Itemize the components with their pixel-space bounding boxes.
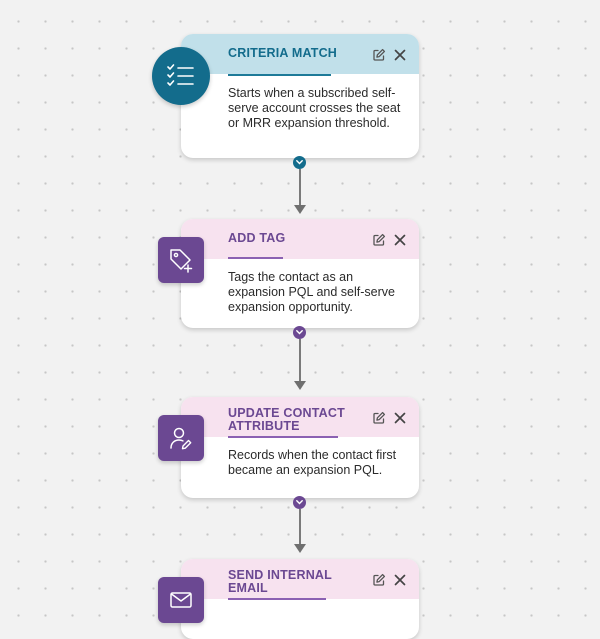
title-underline	[228, 436, 338, 438]
node-header: UPDATE CONTACT ATTRIBUTE	[181, 397, 419, 438]
connector-line	[299, 169, 301, 205]
node-output-handle[interactable]	[293, 156, 306, 169]
close-icon[interactable]	[394, 412, 406, 424]
node-title: CRITERIA MATCH	[228, 46, 338, 60]
connector-arrow	[294, 544, 306, 553]
node-title: ADD TAG	[228, 231, 286, 245]
close-icon[interactable]	[394, 49, 406, 61]
node-description: Starts when a subscribed self-serve acco…	[228, 86, 401, 130]
node-actions	[372, 48, 406, 62]
connector-arrow	[294, 381, 306, 390]
node-output-handle[interactable]	[293, 326, 306, 339]
user-edit-icon	[158, 415, 204, 461]
tag-add-icon	[158, 237, 204, 283]
connector-arrow	[294, 205, 306, 214]
checklist-icon	[152, 47, 210, 105]
node-description: Records when the contact first became an…	[228, 448, 397, 477]
mail-icon	[158, 577, 204, 623]
title-underline	[228, 598, 326, 600]
node-header: ADD TAG	[181, 219, 419, 259]
edit-icon[interactable]	[372, 233, 386, 247]
node-actions	[372, 233, 406, 247]
close-icon[interactable]	[394, 574, 406, 586]
connector-line	[299, 509, 301, 544]
edit-icon[interactable]	[372, 573, 386, 587]
title-underline	[228, 257, 283, 259]
node-send-internal-email[interactable]: SEND INTERNAL EMAIL	[181, 559, 419, 639]
connector-line	[299, 339, 301, 381]
node-output-handle[interactable]	[293, 496, 306, 509]
node-actions	[372, 573, 406, 587]
edit-icon[interactable]	[372, 411, 386, 425]
node-criteria-match[interactable]: CRITERIA MATCH Starts when a subscribed …	[181, 34, 419, 158]
node-add-tag[interactable]: ADD TAG Tags the contact as an expansion…	[181, 219, 419, 328]
node-header: SEND INTERNAL EMAIL	[181, 559, 419, 600]
node-update-contact-attribute[interactable]: UPDATE CONTACT ATTRIBUTE Records when th…	[181, 397, 419, 498]
edit-icon[interactable]	[372, 48, 386, 62]
title-underline	[228, 74, 331, 76]
node-header: CRITERIA MATCH	[181, 34, 419, 76]
node-description	[181, 599, 419, 607]
close-icon[interactable]	[394, 234, 406, 246]
node-description: Tags the contact as an expansion PQL and…	[228, 270, 395, 314]
node-title: UPDATE CONTACT ATTRIBUTE	[228, 406, 345, 433]
node-title: SEND INTERNAL EMAIL	[228, 568, 332, 595]
node-actions	[372, 411, 406, 425]
